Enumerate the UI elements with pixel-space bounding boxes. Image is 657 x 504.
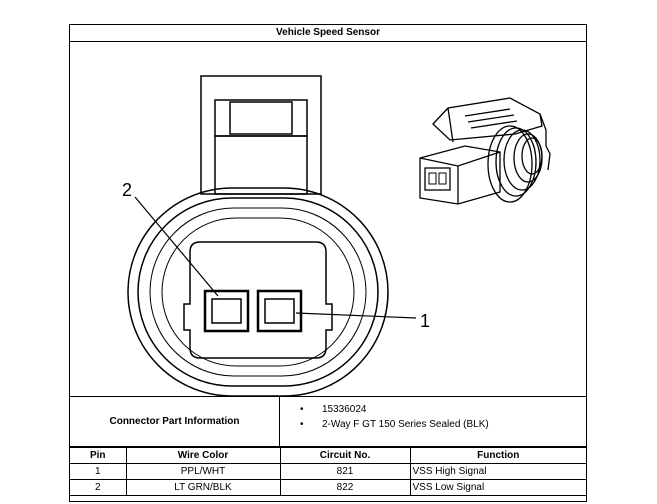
connector-isometric-view (419, 97, 551, 205)
connector-latch (200, 75, 322, 195)
cell-circuit: 822 (279, 479, 411, 496)
terminal-cavity-1 (256, 289, 303, 333)
connector-part-info-list: 15336024 2-Way F GT 150 Series Sealed (B… (280, 397, 586, 446)
terminal-cavity-2 (203, 289, 250, 333)
cell-function: VSS Low Signal (409, 479, 586, 496)
connector-inner-housing (183, 241, 333, 359)
header-circuit: Circuit No. (279, 447, 411, 464)
part-number: 15336024 (300, 402, 586, 417)
cell-pin: 1 (70, 463, 127, 480)
cell-pin: 2 (70, 479, 127, 496)
header-wire-color: Wire Color (125, 447, 281, 464)
pin-table-header: Pin Wire Color Circuit No. Function (70, 447, 586, 464)
callout-leader-1 (295, 312, 417, 319)
cell-function: VSS High Signal (409, 463, 586, 480)
part-description: 2-Way F GT 150 Series Sealed (BLK) (300, 417, 586, 432)
diagram-title: Vehicle Speed Sensor (70, 25, 586, 42)
connector-part-info: Connector Part Information 15336024 2-Wa… (70, 396, 586, 447)
pin-table: Pin Wire Color Circuit No. Function 1 PP… (70, 447, 586, 496)
connector-diagram-frame: Vehicle Speed Sensor (69, 24, 587, 502)
cell-circuit: 821 (279, 463, 411, 480)
connector-part-info-label: Connector Part Information (70, 397, 280, 446)
table-row: 1 PPL/WHT 821 VSS High Signal (70, 463, 586, 480)
header-pin: Pin (70, 447, 127, 464)
callout-label-2: 2 (122, 180, 132, 200)
callout-label-1: 1 (420, 311, 430, 331)
cell-wire-color: PPL/WHT (125, 463, 281, 480)
connector-face-drawing: 2 1 (122, 75, 551, 397)
cell-wire-color: LT GRN/BLK (125, 479, 281, 496)
header-function: Function (409, 447, 586, 464)
table-row: 2 LT GRN/BLK 822 VSS Low Signal (70, 479, 586, 496)
callout-leader-2 (134, 196, 219, 297)
